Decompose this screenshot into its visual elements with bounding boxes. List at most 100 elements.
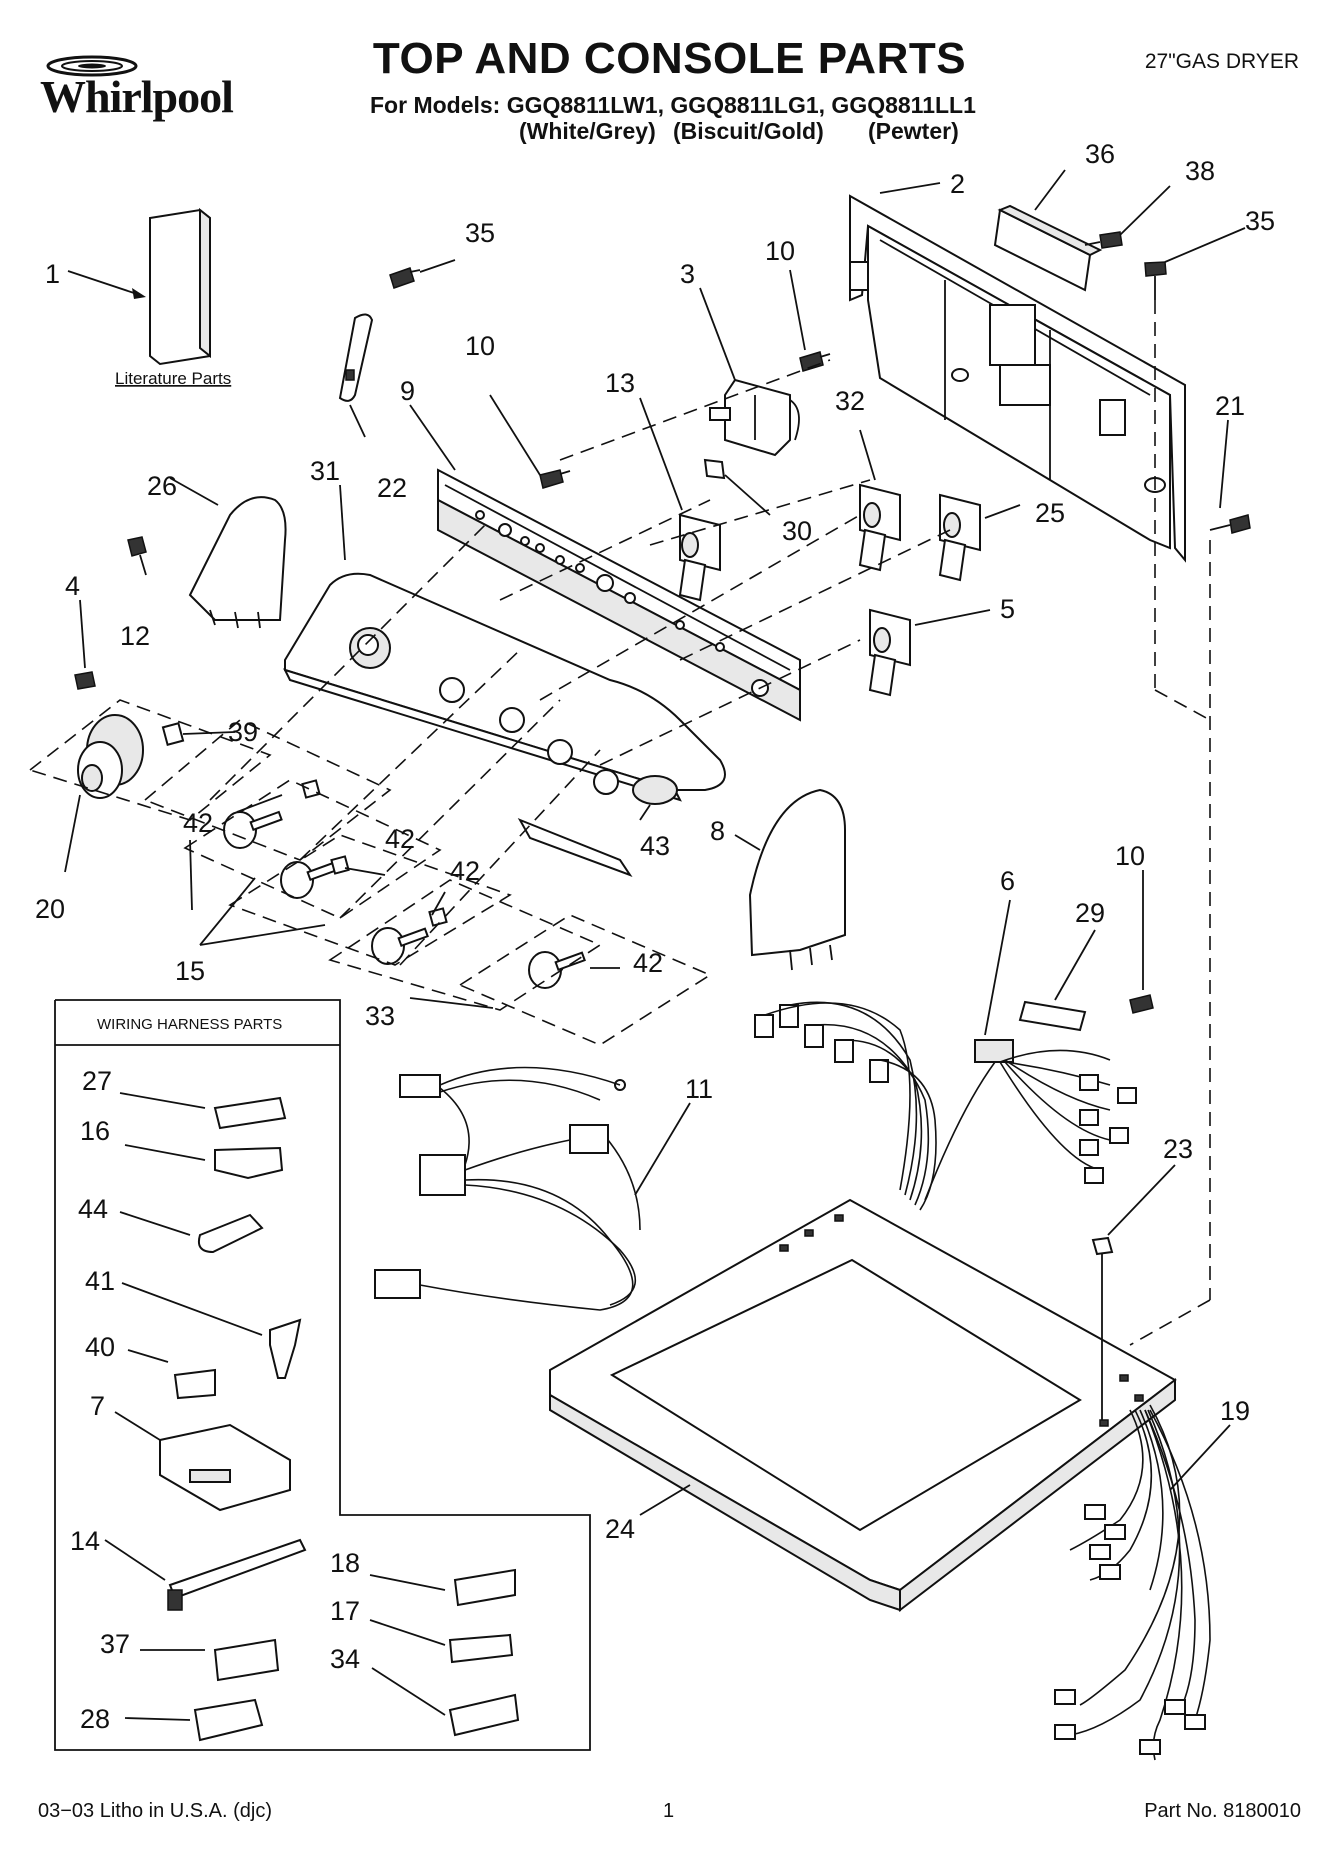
callout-10-harness: 10 <box>1115 841 1145 871</box>
switch-5-drawing <box>868 608 911 697</box>
callout-3: 3 <box>680 259 695 289</box>
console-front-panel-drawing <box>283 572 726 878</box>
callout-31: 31 <box>310 456 340 486</box>
callout-25: 25 <box>1035 498 1065 528</box>
callout-42-d: 42 <box>633 948 663 978</box>
callout-6: 6 <box>1000 866 1015 896</box>
callout-43: 43 <box>640 831 670 861</box>
callout-35-right: 35 <box>1245 206 1275 236</box>
callout-5: 5 <box>1000 594 1015 624</box>
screw-38-drawing <box>1084 231 1123 249</box>
lower-wire-harness-drawing <box>1054 1404 1211 1761</box>
knob-42-a-drawing <box>223 779 321 849</box>
switch-13-drawing <box>678 513 721 602</box>
callout-26: 26 <box>147 471 177 501</box>
callout-44: 44 <box>78 1194 108 1224</box>
clip-23-drawing <box>1091 1236 1114 1420</box>
color-white-grey: (White/Grey) <box>519 118 656 144</box>
literature-book-drawing <box>67 207 211 366</box>
exploded-view-diagram: Literature Parts <box>28 139 1275 1761</box>
callout-17: 17 <box>330 1596 360 1626</box>
console-board-drawing <box>993 204 1103 292</box>
console-rear-panel-drawing <box>849 194 1186 563</box>
screw-12-drawing <box>127 536 147 576</box>
callout-14: 14 <box>70 1526 100 1556</box>
callout-28: 28 <box>80 1704 110 1734</box>
switch-32-drawing <box>858 483 901 572</box>
callout-12: 12 <box>120 621 150 651</box>
callout-38: 38 <box>1185 156 1215 186</box>
callout-32: 32 <box>835 386 865 416</box>
color-pewter: (Pewter) <box>868 118 959 144</box>
knob-42-b-drawing <box>280 855 350 899</box>
timer-drawing <box>709 378 800 457</box>
callout-23: 23 <box>1163 1134 1193 1164</box>
literature-parts-label: Literature Parts <box>115 369 231 388</box>
footer-litho: 03−03 Litho in U.S.A. (djc) <box>38 1800 273 1822</box>
callout-1: 1 <box>45 259 60 289</box>
callout-10-bracket: 10 <box>465 331 495 361</box>
callout-41: 41 <box>85 1266 115 1296</box>
brand-logo-text: Whirlpool <box>40 71 234 122</box>
callout-36: 36 <box>1085 139 1115 169</box>
callout-19: 19 <box>1220 1396 1250 1426</box>
callout-10-timer: 10 <box>765 236 795 266</box>
switch-25-drawing <box>938 493 981 582</box>
callout-leaders <box>64 169 1246 1516</box>
callout-37: 37 <box>100 1629 130 1659</box>
harness-part-drawings <box>104 1092 520 1742</box>
callout-11: 11 <box>685 1074 713 1104</box>
callout-39: 39 <box>228 717 258 747</box>
model-list: For Models: GGQ8811LW1, GGQ8811LG1, GGQ8… <box>370 92 976 118</box>
callout-4: 4 <box>65 571 80 601</box>
screw-10-middle-drawing <box>539 469 571 489</box>
callout-numbers: 1 2 3 4 5 6 7 8 9 10 10 10 10 11 12 13 1… <box>35 139 1275 1734</box>
callout-2: 2 <box>950 169 965 199</box>
screw-10-upper-drawing <box>799 351 831 372</box>
footer-part-number: Part No. 8180010 <box>1144 1800 1301 1822</box>
knob-group-outlines <box>28 699 712 1046</box>
wiring-box-title: WIRING HARNESS PARTS <box>97 1016 282 1033</box>
callout-16: 16 <box>80 1116 110 1146</box>
endcap-right-drawing <box>748 788 846 971</box>
color-biscuit-gold: (Biscuit/Gold) <box>673 118 824 144</box>
endcap-left-drawing <box>188 496 287 629</box>
screw-21-drawing <box>1209 514 1251 534</box>
callout-29: 29 <box>1075 898 1105 928</box>
callout-35-left: 35 <box>465 218 495 248</box>
callout-15: 15 <box>175 956 205 986</box>
callout-42-a: 42 <box>183 808 213 838</box>
callout-42-c: 42 <box>450 856 480 886</box>
screw-35-left-drawing <box>389 267 421 289</box>
console-harness-drawing <box>754 994 1154 1211</box>
dryer-top-drawing <box>549 1198 1177 1613</box>
wiring-harness-box <box>54 999 591 1751</box>
callout-27: 27 <box>82 1066 112 1096</box>
knob-42-d-drawing <box>528 951 586 989</box>
callout-40: 40 <box>85 1332 115 1362</box>
knob-42-c-drawing <box>371 907 448 965</box>
ground-strap-drawing <box>338 313 374 402</box>
callout-20: 20 <box>35 894 65 924</box>
main-wire-harness-drawing <box>374 1066 641 1311</box>
control-bracket-drawing <box>437 468 801 722</box>
callout-22: 22 <box>377 473 407 503</box>
callout-18: 18 <box>330 1548 360 1578</box>
whirlpool-logo <box>46 55 138 77</box>
knob-20-drawing <box>77 714 185 799</box>
page-title: TOP AND CONSOLE PARTS <box>372 34 967 83</box>
callout-9: 9 <box>400 376 415 406</box>
callout-33: 33 <box>365 1001 395 1031</box>
callout-21: 21 <box>1215 391 1245 421</box>
screw-35-right-drawing <box>1144 261 1167 300</box>
screw-4-drawing <box>74 671 96 690</box>
appliance-type: 27"GAS DRYER <box>1144 50 1299 73</box>
callout-24: 24 <box>605 1514 635 1544</box>
callout-42-b: 42 <box>385 824 415 854</box>
callout-13: 13 <box>605 368 635 398</box>
explode-lines <box>209 300 1211 1346</box>
callout-34: 34 <box>330 1644 360 1674</box>
switch-knob-30-drawing <box>703 458 726 480</box>
callout-8: 8 <box>710 816 725 846</box>
